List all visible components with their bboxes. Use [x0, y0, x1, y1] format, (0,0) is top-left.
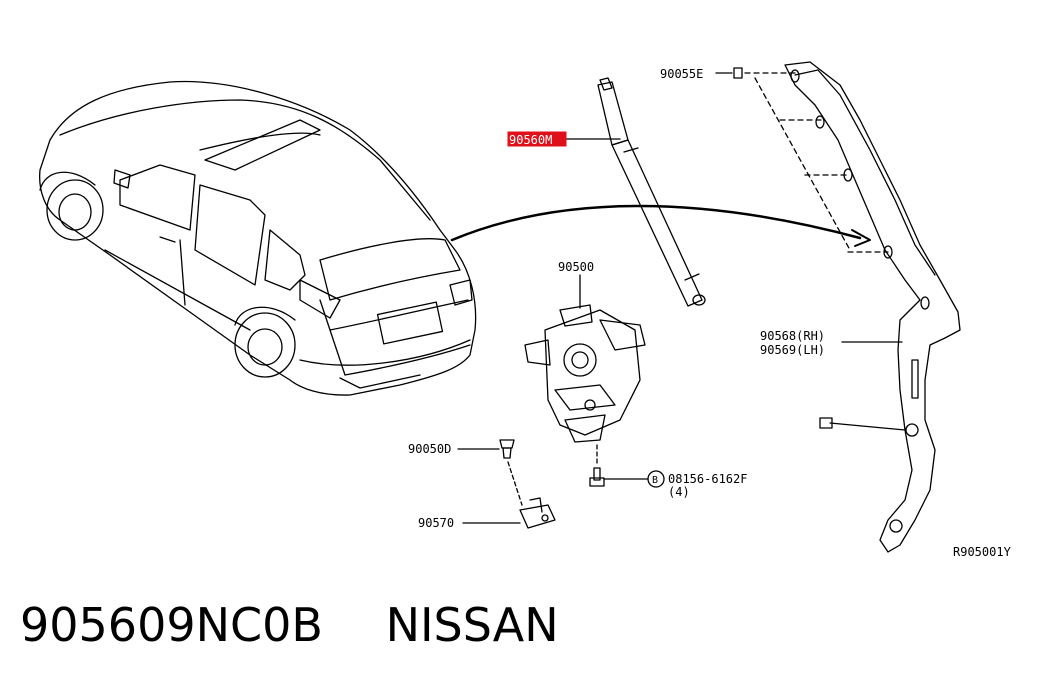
callout-90570: 90570	[418, 516, 454, 530]
striker-illustration	[519, 497, 556, 529]
footer-brand: NISSAN	[385, 598, 559, 652]
bolt-illustration	[589, 444, 605, 487]
footer-part-number: 905609NC0B	[20, 598, 323, 652]
gas-stay-illustration	[597, 77, 706, 307]
callout-bolt-qty: (4)	[668, 485, 690, 499]
callout-90569: 90569(LH)	[760, 343, 825, 357]
callout-90055E: 90055E	[660, 67, 703, 81]
bolt-code-circle	[647, 470, 665, 488]
footer-caption: 905609NC0B NISSAN	[20, 598, 559, 652]
vehicle-illustration	[39, 80, 477, 396]
clip-dash-2	[754, 77, 851, 251]
callout-90560M[interactable]: 90560M	[509, 133, 552, 147]
bumper-illustration	[499, 439, 523, 506]
callout-bolt-letter: B	[652, 475, 658, 486]
callout-08156-6162F: 08156-6162F	[668, 472, 747, 486]
weatherstrip-illustration	[784, 61, 961, 553]
diagram-ref-code: R905001Y	[953, 545, 1012, 559]
callout-90050D: 90050D	[408, 442, 451, 456]
leader-arc	[450, 204, 862, 242]
callout-90568: 90568(RH)	[760, 329, 825, 343]
highlight-box	[507, 131, 567, 147]
clip-illustration	[733, 67, 743, 79]
lock-assembly-illustration	[524, 304, 646, 443]
callout-90500: 90500	[558, 260, 594, 274]
